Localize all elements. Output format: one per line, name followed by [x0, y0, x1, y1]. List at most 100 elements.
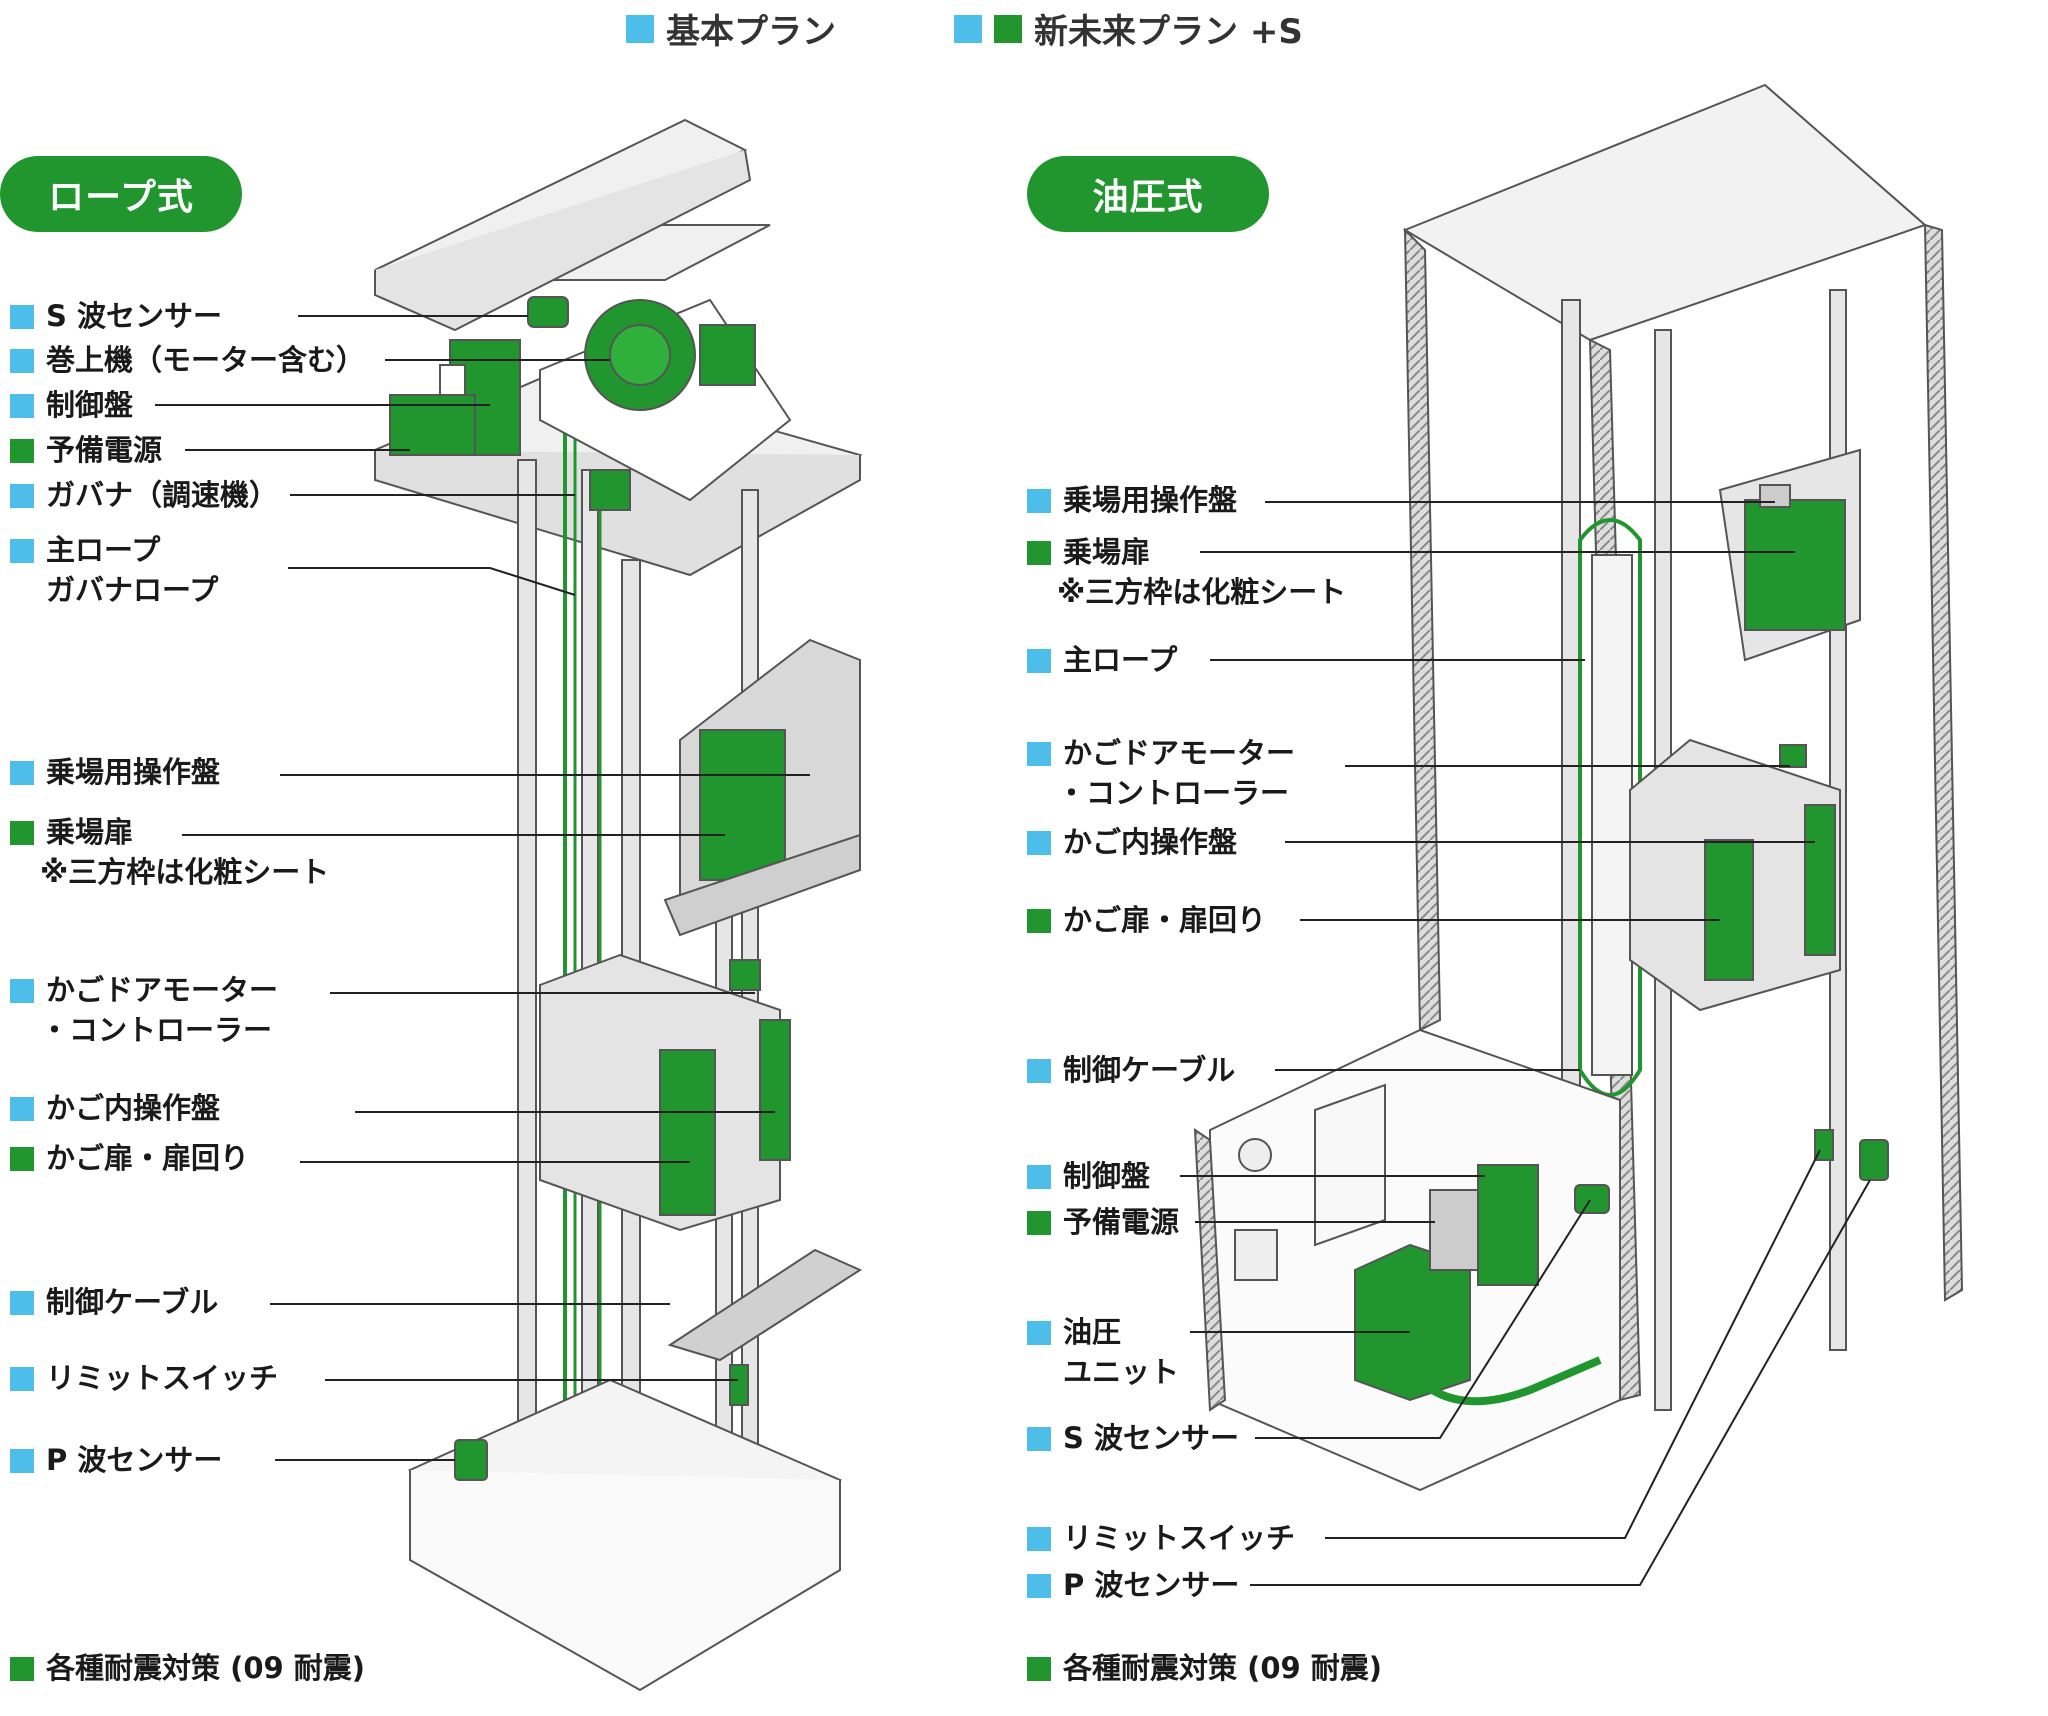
- green-square-icon: [10, 1147, 34, 1171]
- label-text: 制御盤: [46, 388, 134, 422]
- label-text: 各種耐震対策 (09 耐震): [46, 1651, 366, 1685]
- rope-label-landing-door: 乗場扉 ※三方枠は化粧シート: [10, 812, 329, 892]
- green-square-icon: [1027, 541, 1051, 565]
- blue-square-icon: [626, 14, 654, 43]
- rope-label-door-motor: かごドアモーター・コントローラー: [10, 970, 278, 1050]
- label-text: 乗場用操作盤: [46, 755, 221, 789]
- green-square-icon: [994, 14, 1022, 43]
- blue-square-icon: [1027, 1059, 1051, 1083]
- rope-label-backup-power: 予備電源: [10, 430, 162, 470]
- label-text: 予備電源: [46, 433, 163, 467]
- hydraulic-type-title: 油圧式: [1027, 156, 1269, 232]
- legend: 基本プラン 新未来プラン +S: [0, 0, 2048, 60]
- green-square-icon: [1027, 909, 1051, 933]
- rope-label-s-wave-sensor: S 波センサー: [10, 296, 222, 336]
- rope-label-control-panel: 制御盤: [10, 385, 133, 425]
- blue-square-icon: [10, 394, 34, 418]
- label-text: 制御ケーブル: [46, 1285, 219, 1319]
- blue-square-icon: [1027, 742, 1051, 766]
- blue-square-icon: [1027, 489, 1051, 513]
- label-text: P 波センサー: [46, 1443, 223, 1477]
- blue-square-icon: [10, 979, 34, 1003]
- hyd-label-seismic: 各種耐震対策 (09 耐震): [1027, 1648, 1382, 1688]
- label-text: リミットスイッチ: [1063, 1521, 1296, 1555]
- label-text: かごドアモーター: [46, 973, 279, 1007]
- blue-square-icon: [954, 14, 982, 43]
- hyd-label-s-wave-sensor: S 波センサー: [1027, 1418, 1239, 1458]
- label-text: かご扉・扉回り: [1063, 903, 1267, 937]
- rope-label-car-panel: かご内操作盤: [10, 1088, 220, 1128]
- label-text: 主ロープ: [1063, 643, 1178, 677]
- rope-elevator-drawing: [372, 118, 863, 1692]
- label-text: P 波センサー: [1063, 1568, 1240, 1602]
- label-text-2: ユニット: [1063, 1355, 1180, 1389]
- label-text: 乗場扉: [46, 815, 134, 849]
- label-text: 油圧: [1063, 1315, 1122, 1349]
- legend-plus: 新未来プラン +S: [954, 4, 1303, 53]
- blue-square-icon: [1027, 1527, 1051, 1551]
- hydraulic-leader-lines: [1180, 501, 1871, 1586]
- label-text: かごドアモーター: [1063, 736, 1296, 770]
- hyd-label-backup-power: 予備電源: [1027, 1202, 1179, 1242]
- hyd-label-landing-panel: 乗場用操作盤: [1027, 480, 1237, 520]
- label-text: 制御ケーブル: [1063, 1053, 1236, 1087]
- label-text: 予備電源: [1063, 1205, 1180, 1239]
- label-text: 乗場用操作盤: [1063, 483, 1238, 517]
- blue-square-icon: [10, 539, 34, 563]
- label-text: ガバナ（調速機）: [46, 478, 279, 512]
- green-square-icon: [1027, 1657, 1051, 1681]
- blue-square-icon: [1027, 1321, 1051, 1345]
- label-text: かご内操作盤: [46, 1091, 221, 1125]
- hyd-label-main-rope: 主ロープ: [1027, 640, 1177, 680]
- legend-plus-label: 新未来プラン +S: [1034, 12, 1303, 52]
- blue-square-icon: [1027, 1574, 1051, 1598]
- rope-label-landing-panel: 乗場用操作盤: [10, 752, 220, 792]
- label-text-2: ※三方枠は化粧シート: [40, 855, 330, 889]
- label-text: リミットスイッチ: [46, 1361, 279, 1395]
- blue-square-icon: [10, 1449, 34, 1473]
- label-text: 主ロープ: [46, 533, 161, 567]
- hyd-label-hydraulic-unit: 油圧ユニット: [1027, 1312, 1179, 1392]
- label-text: 各種耐震対策 (09 耐震): [1063, 1651, 1383, 1685]
- label-text: 乗場扉: [1063, 535, 1151, 569]
- hydraulic-elevator-drawing: [1193, 83, 1964, 1492]
- hyd-label-p-wave-sensor: P 波センサー: [1027, 1565, 1239, 1605]
- blue-square-icon: [1027, 1165, 1051, 1189]
- label-text: 巻上機（モーター含む）: [46, 343, 366, 377]
- blue-square-icon: [10, 484, 34, 508]
- rope-leader-lines: [155, 315, 810, 1461]
- rope-label-limit-switch: リミットスイッチ: [10, 1358, 278, 1398]
- blue-square-icon: [1027, 831, 1051, 855]
- label-text: S 波センサー: [46, 299, 222, 333]
- blue-square-icon: [10, 761, 34, 785]
- legend-basic: 基本プラン: [626, 4, 836, 53]
- hyd-label-car-panel: かご内操作盤: [1027, 822, 1237, 862]
- hyd-label-control-panel: 制御盤: [1027, 1156, 1150, 1196]
- green-square-icon: [10, 1657, 34, 1681]
- green-square-icon: [1027, 1211, 1051, 1235]
- hyd-label-door-motor: かごドアモーター・コントローラー: [1027, 733, 1295, 813]
- hyd-label-car-door: かご扉・扉回り: [1027, 900, 1266, 940]
- rope-label-governor: ガバナ（調速機）: [10, 475, 278, 515]
- rope-label-main-rope: 主ロープガバナロープ: [10, 530, 218, 610]
- label-text: S 波センサー: [1063, 1421, 1239, 1455]
- label-text-2: ・コントローラー: [1057, 776, 1290, 810]
- rope-type-title: ロープ式: [0, 156, 242, 232]
- green-square-icon: [10, 439, 34, 463]
- legend-basic-label: 基本プラン: [666, 12, 836, 52]
- hyd-label-limit-switch: リミットスイッチ: [1027, 1518, 1295, 1558]
- label-text-2: ・コントローラー: [40, 1013, 273, 1047]
- green-square-icon: [10, 821, 34, 845]
- label-text: 制御盤: [1063, 1159, 1151, 1193]
- blue-square-icon: [1027, 649, 1051, 673]
- label-text-2: ※三方枠は化粧シート: [1057, 575, 1347, 609]
- rope-label-car-door: かご扉・扉回り: [10, 1138, 249, 1178]
- label-text-2: ガバナロープ: [46, 573, 219, 607]
- blue-square-icon: [10, 305, 34, 329]
- label-text: かご扉・扉回り: [46, 1141, 250, 1175]
- blue-square-icon: [10, 1367, 34, 1391]
- blue-square-icon: [10, 349, 34, 373]
- blue-square-icon: [10, 1291, 34, 1315]
- rope-label-hoist: 巻上機（モーター含む）: [10, 340, 365, 380]
